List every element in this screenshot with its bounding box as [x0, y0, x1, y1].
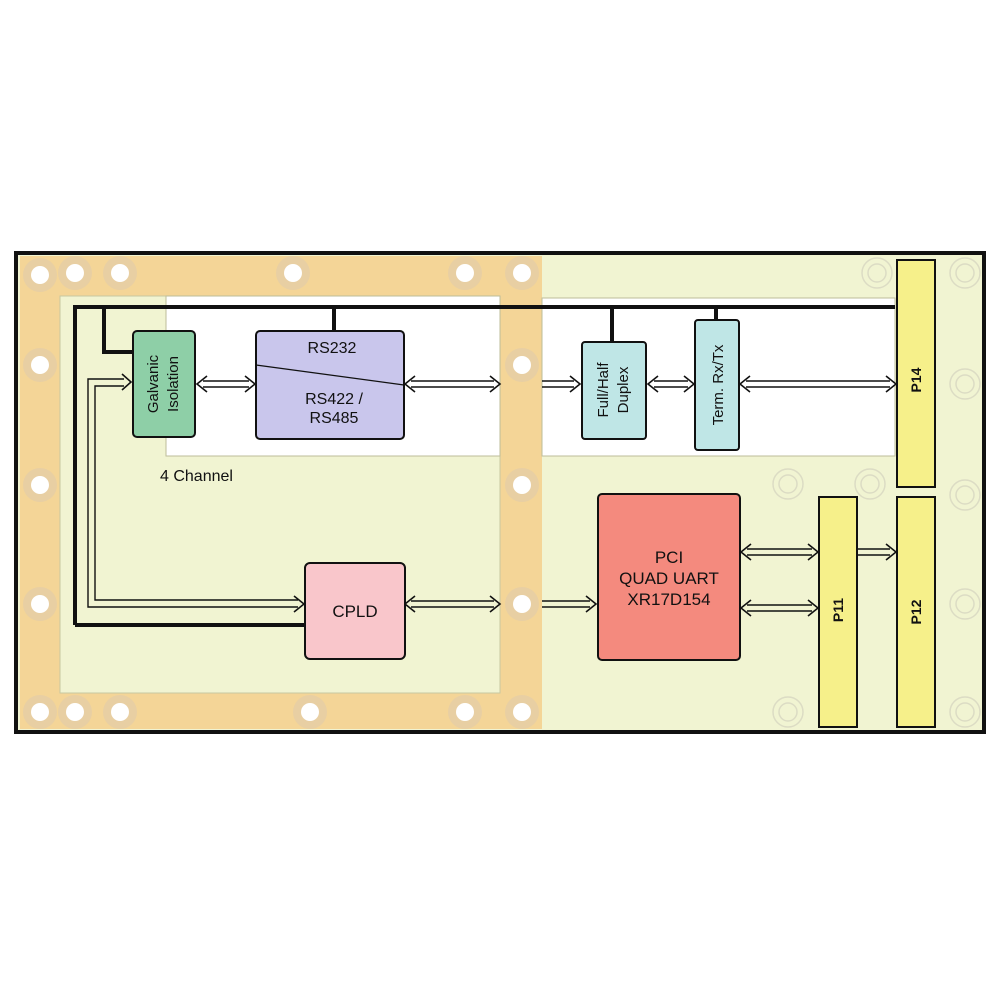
p11-label: P11	[830, 598, 846, 622]
rs422-label: RS422 /	[305, 391, 363, 408]
mounting-hole-center	[284, 264, 302, 282]
mounting-hole-center	[31, 595, 49, 613]
bus-arrow	[403, 595, 502, 613]
galvanic-isolation-block: Galvanic Isolation	[132, 330, 196, 438]
rs232-label: RS232	[308, 340, 357, 357]
ghost-mounting-hole	[861, 257, 893, 289]
mounting-hole-center	[513, 595, 531, 613]
mounting-hole-center	[31, 266, 49, 284]
mounting-hole-center	[301, 703, 319, 721]
ghost-mounting-hole	[778, 474, 798, 494]
mounting-hole-center	[111, 264, 129, 282]
p14-label: P14	[908, 367, 924, 392]
ghost-mounting-hole	[955, 374, 975, 394]
mounting-hole-center	[456, 264, 474, 282]
cpld-to-isolation-bus	[87, 373, 306, 613]
rs485-label: RS485	[310, 410, 359, 427]
mounting-hole-center	[513, 264, 531, 282]
mounting-hole-center	[66, 703, 84, 721]
mounting-hole-center	[31, 476, 49, 494]
duplex-label-line1: Full/Half	[595, 362, 612, 418]
galvanic-label-line2: Isolation	[165, 356, 182, 412]
termination-label: Term. Rx/Tx	[710, 344, 727, 425]
connector-p14: P14	[896, 259, 936, 488]
ghost-mounting-hole	[772, 696, 804, 728]
ghost-mounting-hole	[949, 257, 981, 289]
ghost-mounting-hole	[955, 263, 975, 283]
ghost-mounting-hole	[949, 696, 981, 728]
bus-arrow	[542, 375, 582, 393]
mounting-hole-center	[513, 703, 531, 721]
connector-p11: P11	[818, 496, 858, 728]
duplex-label-line2: Duplex	[615, 366, 632, 413]
duplex-block: Full/Half Duplex	[581, 341, 647, 440]
uart-label-line1: PCI	[655, 548, 683, 567]
ghost-mounting-hole	[949, 368, 981, 400]
ghost-mounting-hole	[955, 485, 975, 505]
mounting-hole-center	[513, 476, 531, 494]
mounting-hole-center	[111, 703, 129, 721]
cpld-block: CPLD	[304, 562, 406, 660]
quad-uart-block: PCI QUAD UART XR17D154	[597, 493, 741, 661]
mounting-hole-center	[31, 703, 49, 721]
mounting-holes	[23, 256, 981, 729]
channel-count-label: 4 Channel	[160, 468, 233, 485]
ghost-mounting-hole	[854, 468, 886, 500]
ghost-mounting-hole	[949, 588, 981, 620]
bus-arrow	[542, 595, 598, 613]
uart-label-line2: QUAD UART	[619, 569, 719, 588]
mounting-hole-center	[456, 703, 474, 721]
ghost-mounting-hole	[772, 468, 804, 500]
mounting-hole-center	[513, 356, 531, 374]
termination-block: Term. Rx/Tx	[694, 319, 740, 451]
bus-arrows	[87, 373, 898, 617]
ghost-mounting-hole	[955, 594, 975, 614]
ghost-mounting-hole	[949, 479, 981, 511]
ghost-mounting-hole	[860, 474, 880, 494]
bus-arrow	[403, 375, 502, 393]
rs-transceiver-block: RS232 RS422 / RS485	[255, 330, 405, 440]
ghost-mounting-hole	[955, 702, 975, 722]
connector-p12: P12	[896, 496, 936, 728]
ghost-mounting-hole	[778, 702, 798, 722]
cpld-label: CPLD	[332, 602, 377, 621]
mounting-hole-center	[31, 356, 49, 374]
ghost-mounting-hole	[867, 263, 887, 283]
mounting-hole-center	[66, 264, 84, 282]
control-lines	[73, 305, 895, 627]
p12-label: P12	[908, 599, 924, 624]
galvanic-label-line1: Galvanic	[145, 354, 162, 413]
uart-label-line3: XR17D154	[627, 590, 710, 609]
